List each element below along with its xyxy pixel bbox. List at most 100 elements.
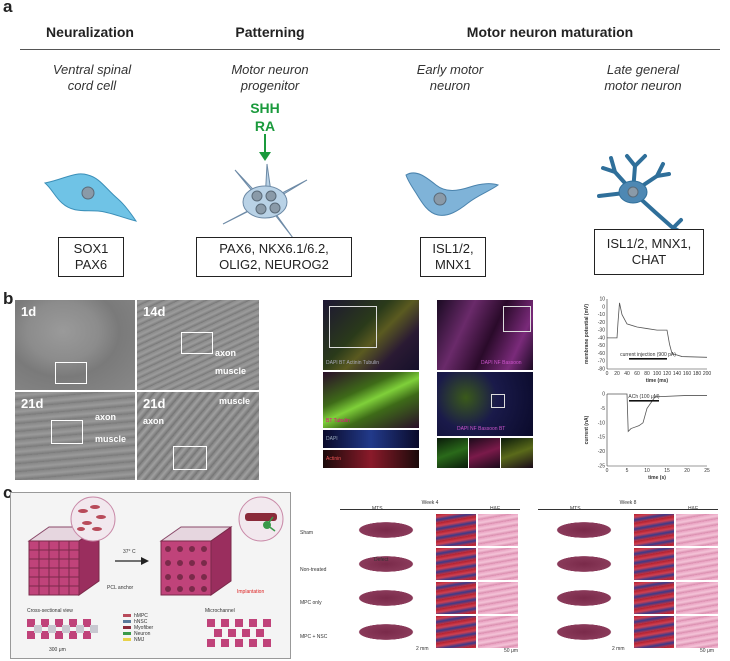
histology-tile [676,514,718,546]
sem-day-label: 21d [143,396,166,411]
fluor-right-strip-2 [469,438,500,468]
y-tick-label: -15 [598,435,605,441]
signal-arrow-icon [259,134,271,161]
legend-nmj: NMJ [123,637,193,643]
row-label-sham: Sham [300,530,314,536]
y-tick-label: -40 [598,335,605,341]
stage-1-subtitle: Ventral spinal cord cell [52,62,132,93]
defect-label: Defect [374,557,389,563]
sem-day-label: 14d [143,304,166,319]
motor-neuron-progenitor-icon [222,163,308,239]
fluor-right-mid-label: DAPI NF Bassoon BT [457,426,506,432]
microchannel-label: Microchannel [205,608,235,614]
scale-50um-week4: 50 μm [504,648,518,654]
sem-day-label: 1d [21,304,37,319]
histology-tile [538,514,630,546]
x-tick-label: 180 [693,371,702,377]
sem-zoom-box [51,420,83,444]
x-tick-label: 0 [606,371,609,377]
sem-image-21d-b: 21d axon muscle [137,392,259,480]
x-tick-label: 0 [606,468,609,474]
w4-he-header: H&E [490,506,501,512]
x-tick-label: 20 [684,468,690,474]
x-axis-label: time (s) [648,475,666,481]
legend-myofiber: Myofiber [123,625,193,631]
marker-box-stage-3: ISL1/2, MNX1 [420,237,486,277]
legend-hnsc: hNSC [123,619,193,625]
y-axis-label: current (nA) [584,415,590,444]
header-patterning: Patterning [235,24,305,40]
sem-image-14d: 14d axon muscle [137,300,259,390]
x-tick-label: 60 [634,371,640,377]
sem-zoom-box [173,446,207,470]
fluor-left-top: DAPI BT Actinin Tubulin [323,300,419,370]
microchannel-grid-icon [207,619,271,647]
cross-section-grid-icon [27,619,98,639]
panel-a-letter: a [3,0,13,16]
histology-tile [676,548,718,580]
w8-mts-header: MTS [570,506,581,512]
marker-box-stage-2: PAX6, NKX6.1/6.2, OLIG2, NEUROG2 [196,237,352,277]
panel-c-letter: c [3,483,13,502]
annotation-label: current injection (900 pA) [620,352,676,358]
cross-section-label: Cross-sectional view [27,608,73,614]
fluor-left-top-label: DAPI BT Actinin Tubulin [326,360,379,366]
cell-inset-before-icon [70,496,116,542]
row-label-mpc-nsc: MPC + NSC [300,634,328,640]
histology-tile [538,616,630,648]
histology-tile [436,616,476,648]
sem-muscle-label: muscle [215,366,247,376]
y-tick-label: 0 [602,392,605,398]
late-general-motor-neuron-icon [597,154,687,236]
arrow-right-icon [115,557,149,565]
y-tick-label: -60 [598,351,605,357]
histology-tile [478,582,518,614]
panel-b-letter: b [3,289,14,308]
stage-4-subtitle: Late general motor neuron [604,62,682,93]
sem-axon-label: axon [143,416,165,426]
histology-tile [676,582,718,614]
cell-inset-after-icon [238,496,284,542]
sem-zoom-box [181,332,213,354]
sem-day-label: 21d [21,396,44,411]
scale-2mm-week8: 2 mm [612,646,625,652]
y-tick-label: -5 [601,406,606,412]
signal-shh: SHH [250,100,280,116]
y-tick-label: 0 [602,304,605,310]
scaffold-block-after-icon [159,526,233,596]
x-tick-label: 80 [644,371,650,377]
sem-muscle-label: muscle [219,396,251,406]
stimulus-bar [629,400,659,402]
fluor-dapi-label: DAPI [326,436,338,442]
pcl-anchor-label: PCL anchor [107,585,134,591]
fluor-zoom-box [329,306,377,348]
fluor-zoom-box [503,306,531,332]
early-motor-neuron-icon [405,172,500,216]
fluor-right-top-label: DAPI NF Bassoon [481,360,522,366]
trace-line [607,393,707,433]
y-axis-label: membrane potential (mV) [584,304,590,364]
stage-3-subtitle: Early motor neuron [416,62,484,93]
w4-mts-header: MTS [372,506,383,512]
histology-tile [634,582,674,614]
header-neuralization: Neuralization [46,24,134,40]
week8-header: Week 8 [538,491,718,510]
histology-tile [340,582,432,614]
x-tick-label: 40 [624,371,630,377]
y-tick-label: -50 [598,343,605,349]
sem-axon-label: axon [215,348,237,358]
y-tick-label: -25 [598,464,605,470]
histology-tile [478,548,518,580]
y-tick-label: -20 [598,320,605,326]
marker-box-stage-4: ISL1/2, MNX1, CHAT [594,229,704,275]
histology-tile [538,548,630,580]
week4-header: Week 4 [340,491,520,510]
marker-box-stage-1: SOX1 PAX6 [58,237,124,277]
w8-he-header: H&E [688,506,699,512]
histology-tile [634,616,674,648]
x-tick-label: 160 [683,371,692,377]
sem-zoom-box [55,362,87,384]
header-maturation: Motor neuron maturation [466,24,634,40]
temp-label: 37° C [123,549,136,555]
